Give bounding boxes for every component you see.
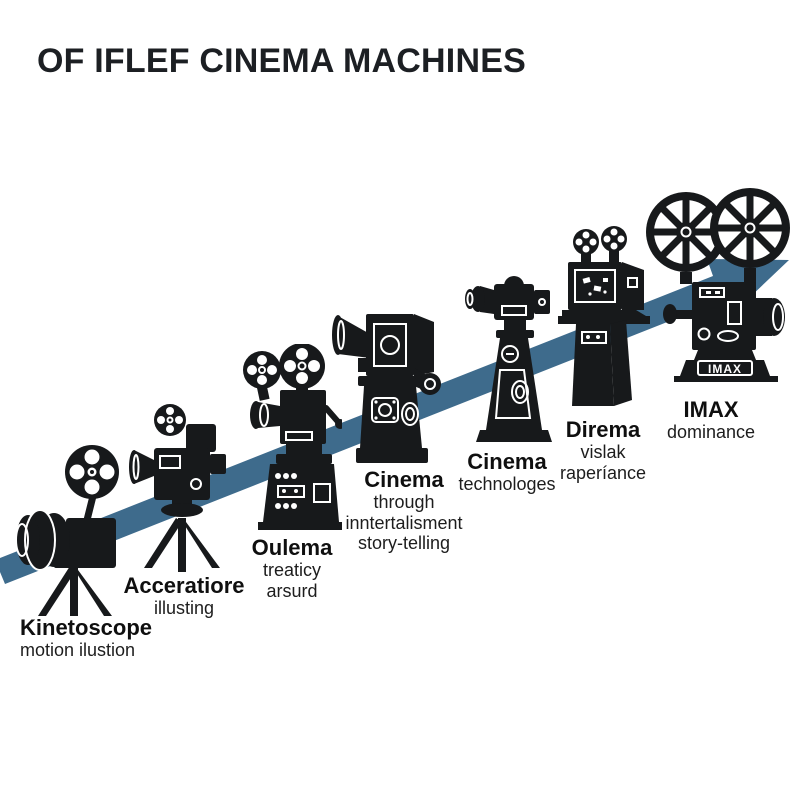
horn-projector-icon	[332, 314, 441, 463]
reel-left	[646, 192, 726, 272]
machine-title: Oulema	[251, 535, 333, 560]
label-acceratiore: Acceratiore illusting	[116, 573, 252, 619]
label-direma: Direma vislak raperíance	[540, 417, 666, 483]
machine-subtitle: story-telling	[357, 532, 451, 553]
machine-subtitle: through	[373, 492, 435, 513]
movie-camera-icon	[129, 404, 226, 572]
machine-subtitle: vislak	[580, 442, 626, 463]
imax-base-label: IMAX	[708, 362, 742, 376]
label-cinema-technologes: Cinema technologes	[442, 449, 572, 495]
kinetoscope-camera-icon	[15, 445, 119, 616]
machine-imax: IMAX	[642, 184, 792, 382]
machine-subtitle: raperíance	[559, 462, 647, 483]
machine-kinetoscope	[8, 440, 140, 618]
machine-subtitle: treaticy	[262, 560, 322, 581]
film-box-column-icon	[558, 226, 650, 406]
machine-subtitle: motion ilustion	[20, 640, 136, 661]
machine-direma	[550, 226, 660, 412]
imax-projector-icon: IMAX	[646, 188, 790, 382]
label-imax: IMAX dominance	[646, 397, 776, 443]
machine-title: IMAX	[683, 397, 739, 422]
machine-subtitle: dominance	[666, 422, 756, 443]
machine-title: Kinetoscope	[20, 615, 153, 640]
machine-title: Direma	[565, 417, 641, 442]
label-oulema: Oulema treaticy arsurd	[234, 535, 350, 601]
machine-title: Cinema	[467, 449, 547, 474]
machine-subtitle: technologes	[458, 474, 556, 495]
machine-cinema-technologes	[456, 272, 564, 444]
crank-projector-icon	[243, 344, 342, 530]
machine-title: Cinema	[364, 467, 444, 492]
machine-subtitle: inntertalisment	[345, 512, 463, 533]
label-kinetoscope: Kinetoscope motion ilustion	[20, 615, 170, 661]
machine-acceratiore	[126, 398, 238, 574]
machine-oulema	[236, 344, 342, 530]
tower-camera-icon	[465, 276, 552, 442]
page-title: OF IFLEF CINEMA MACHINES	[37, 42, 526, 80]
label-cinema-storytelling: Cinema through inntertalisment story-tel…	[318, 467, 490, 553]
machine-title: Acceratiore	[123, 573, 245, 598]
reel-right	[710, 188, 790, 268]
machine-subtitle: arsurd	[266, 580, 318, 601]
machine-subtitle: illusting	[153, 598, 215, 619]
machine-cinema-storytelling	[330, 308, 448, 463]
